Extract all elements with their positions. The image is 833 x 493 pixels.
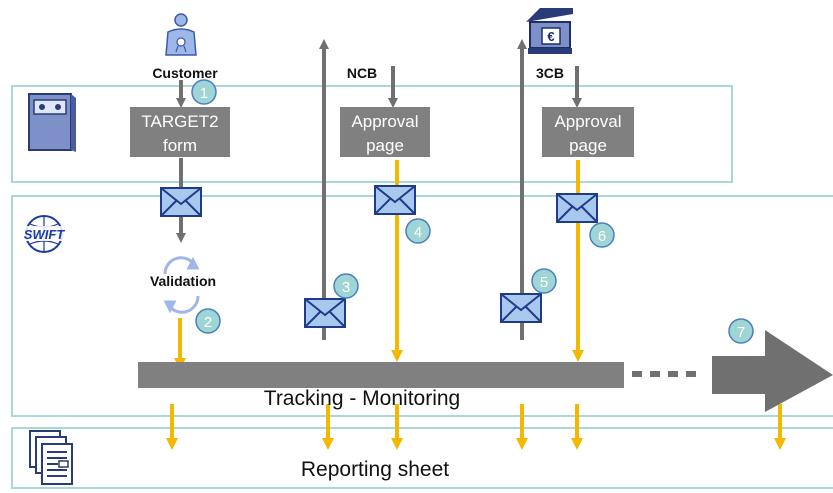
swift-logo-text: SWIFT	[24, 227, 65, 242]
tracking-label: Tracking - Monitoring	[264, 387, 460, 410]
svg-text:2: 2	[204, 314, 212, 331]
target2-form-box[interactable]	[130, 107, 230, 157]
tracking-big-arrow	[712, 330, 833, 412]
svg-text:6: 6	[598, 228, 606, 245]
tcb-approval-box[interactable]	[542, 107, 634, 157]
system-band	[11, 85, 733, 183]
documents-icon	[29, 430, 73, 485]
network-band	[11, 195, 833, 417]
target2-form-line2: form	[163, 136, 197, 155]
step-badge-5: 5	[531, 268, 557, 294]
envelope-icon	[556, 193, 598, 223]
envelope-icon	[160, 187, 202, 217]
step-badge-6: 6	[589, 222, 615, 248]
validation-label: Validation	[150, 273, 216, 289]
tcb-approval-line2: page	[569, 136, 607, 155]
customer-icon	[165, 13, 197, 56]
bank-euro-icon: €	[526, 8, 573, 54]
server-icon	[28, 93, 76, 152]
tracking-bar	[138, 362, 624, 388]
svg-text:5: 5	[540, 274, 548, 291]
customer-label: Customer	[152, 65, 218, 81]
reporting-band	[11, 427, 833, 489]
svg-text:€: €	[547, 29, 554, 44]
svg-text:1: 1	[200, 85, 208, 102]
tcb-label: 3CB	[536, 65, 564, 81]
reporting-label: Reporting sheet	[301, 458, 449, 481]
envelope-icon	[500, 293, 542, 323]
refresh-icon	[163, 256, 200, 314]
step-badge-2: 2	[195, 308, 221, 334]
svg-text:4: 4	[414, 224, 422, 241]
tracking-dashes	[632, 371, 696, 377]
svg-text:7: 7	[737, 324, 745, 341]
tcb-approval-line1: Approval	[554, 112, 621, 131]
envelope-icon	[304, 298, 346, 328]
ncb-approval-box[interactable]	[340, 107, 430, 157]
step-badge-7: 7	[728, 318, 754, 344]
svg-text:3: 3	[342, 279, 350, 296]
target2-form-line1: TARGET2	[141, 112, 218, 131]
step-badge-3: 3	[333, 273, 359, 299]
ncb-approval-line1: Approval	[351, 112, 418, 131]
envelope-icon	[374, 185, 416, 215]
step-badge-1: 1	[191, 79, 217, 105]
swift-logo: SWIFT	[22, 215, 66, 253]
ncb-approval-line2: page	[366, 136, 404, 155]
step-badge-4: 4	[405, 218, 431, 244]
ncb-label: NCB	[347, 65, 377, 81]
